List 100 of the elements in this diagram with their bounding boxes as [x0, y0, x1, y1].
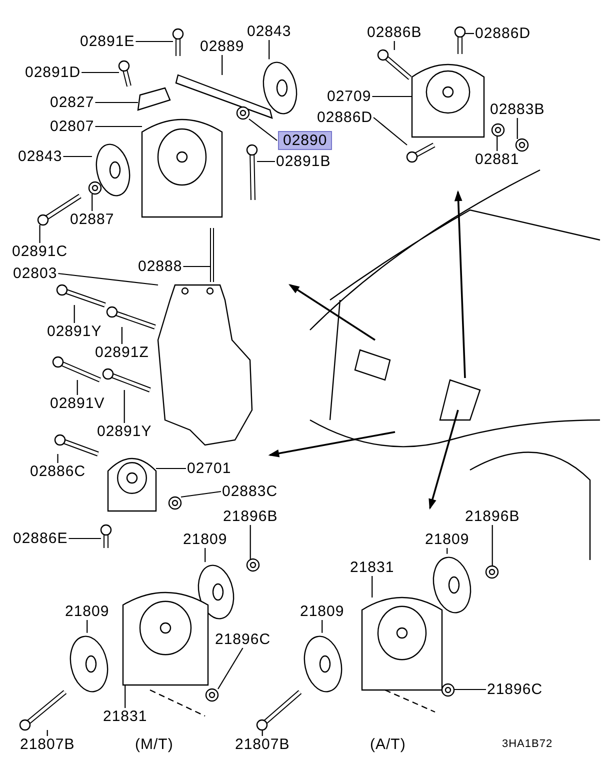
- stopper-plate-drawing: [137, 87, 171, 111]
- leader-line: [454, 688, 486, 690]
- part-number: 02709: [327, 88, 372, 105]
- part-number: 21896B: [465, 508, 520, 525]
- part-number: 02883B: [490, 101, 545, 118]
- insulator-disc-drawing: [70, 636, 108, 692]
- leader-line: [124, 390, 125, 423]
- leader-line: [268, 40, 270, 60]
- leader-line: [46, 730, 48, 736]
- leader-line: [204, 548, 206, 562]
- part-number: 02827: [50, 94, 94, 111]
- leader-line: [372, 576, 373, 598]
- part-number: 21809: [425, 531, 470, 548]
- part-number: 21809: [183, 531, 228, 548]
- leader-line: [57, 454, 58, 463]
- part-number: 02890: [278, 131, 332, 150]
- nut-drawing: [88, 181, 102, 195]
- part-number: 21896C: [487, 681, 543, 698]
- leader-line: [58, 272, 158, 286]
- engine-mount-drawing: [141, 118, 223, 218]
- bolt-drawing: [172, 28, 184, 56]
- bolt-drawing: [19, 690, 67, 731]
- bolt-drawing: [52, 356, 101, 382]
- insulator-disc-drawing: [262, 62, 298, 114]
- leader-line: [322, 620, 323, 633]
- bolt-drawing: [106, 306, 156, 330]
- leader-line: [92, 194, 93, 211]
- part-number: 21809: [65, 603, 110, 620]
- part-number: 02891B: [276, 153, 331, 170]
- leader-line: [63, 156, 92, 158]
- insulator-disc-drawing: [304, 636, 342, 692]
- part-number: 21809: [300, 603, 344, 620]
- leader-line: [156, 468, 186, 470]
- part-number: 02891C: [12, 243, 68, 260]
- part-number: 02886D: [317, 109, 373, 126]
- variant-label: (A/T): [370, 736, 406, 753]
- part-number: 02891D: [25, 64, 81, 81]
- nut-drawing: [168, 496, 182, 510]
- leader-line: [76, 380, 78, 395]
- leader-line: [222, 55, 223, 75]
- leader-line: [86, 620, 88, 633]
- part-number: 21831: [350, 559, 394, 576]
- part-number: 21807B: [20, 736, 75, 753]
- insulator-disc-drawing: [432, 556, 472, 614]
- leader-line: [68, 538, 101, 540]
- leader-line: [183, 266, 212, 268]
- leader-line: [136, 40, 173, 42]
- part-number: 02886B: [367, 24, 422, 41]
- part-number: 02843: [247, 23, 292, 40]
- part-number: 02807: [50, 118, 94, 135]
- stud-bolt-drawing: [210, 228, 214, 282]
- nut-drawing: [236, 106, 250, 120]
- nut-drawing: [515, 138, 529, 152]
- part-number: 02881: [475, 151, 520, 168]
- leader-line: [257, 160, 275, 162]
- leader-line: [74, 305, 75, 323]
- part-number: 02891Z: [95, 344, 149, 361]
- part-number: 02886C: [30, 463, 86, 480]
- part-number: 02803: [13, 265, 58, 282]
- leader-line: [82, 72, 119, 74]
- leader-line: [248, 118, 278, 141]
- nut-drawing: [441, 683, 455, 697]
- engine-mount-drawing: [411, 64, 485, 138]
- variant-label: (M/T): [135, 736, 174, 753]
- part-number: 21831: [103, 708, 148, 725]
- leader-line: [372, 96, 412, 98]
- part-number: 02886D: [475, 25, 531, 42]
- part-number: 21896C: [215, 631, 271, 648]
- part-number: 02886E: [13, 530, 68, 547]
- part-number: 02888: [138, 258, 182, 275]
- part-number: 02891Y: [47, 323, 102, 340]
- leader-line: [250, 525, 251, 559]
- part-number: 02891E: [80, 33, 135, 50]
- bolt-drawing: [100, 524, 112, 548]
- leader-line: [180, 490, 222, 498]
- bolt-drawing: [454, 26, 466, 54]
- leader-line: [95, 102, 138, 104]
- drawing-code: 3HA1B72: [502, 737, 553, 752]
- part-number: 21896B: [223, 508, 278, 525]
- bolt-drawing: [246, 144, 258, 200]
- part-number: 02891Y: [97, 423, 152, 440]
- part-number: 02701: [187, 460, 232, 477]
- leader-line: [39, 225, 40, 243]
- bolt-drawing: [102, 368, 151, 392]
- nut-drawing: [491, 123, 505, 137]
- engine-mount-drawing: [361, 596, 443, 691]
- bracket-bar-drawing: [175, 74, 273, 119]
- part-number: 21807B: [235, 736, 290, 753]
- part-number: 02887: [70, 211, 114, 228]
- bolt-drawing: [256, 690, 302, 731]
- leader-line: [492, 525, 493, 566]
- insulator-disc-drawing: [198, 564, 234, 620]
- bolt-drawing: [406, 142, 436, 163]
- leader-line: [516, 118, 518, 139]
- insulator-disc-drawing: [96, 144, 130, 196]
- bolt-drawing: [56, 284, 106, 308]
- leader-line: [95, 126, 142, 128]
- bolt-drawing: [377, 49, 412, 80]
- bolt-drawing: [118, 60, 132, 87]
- leader-line: [218, 648, 244, 690]
